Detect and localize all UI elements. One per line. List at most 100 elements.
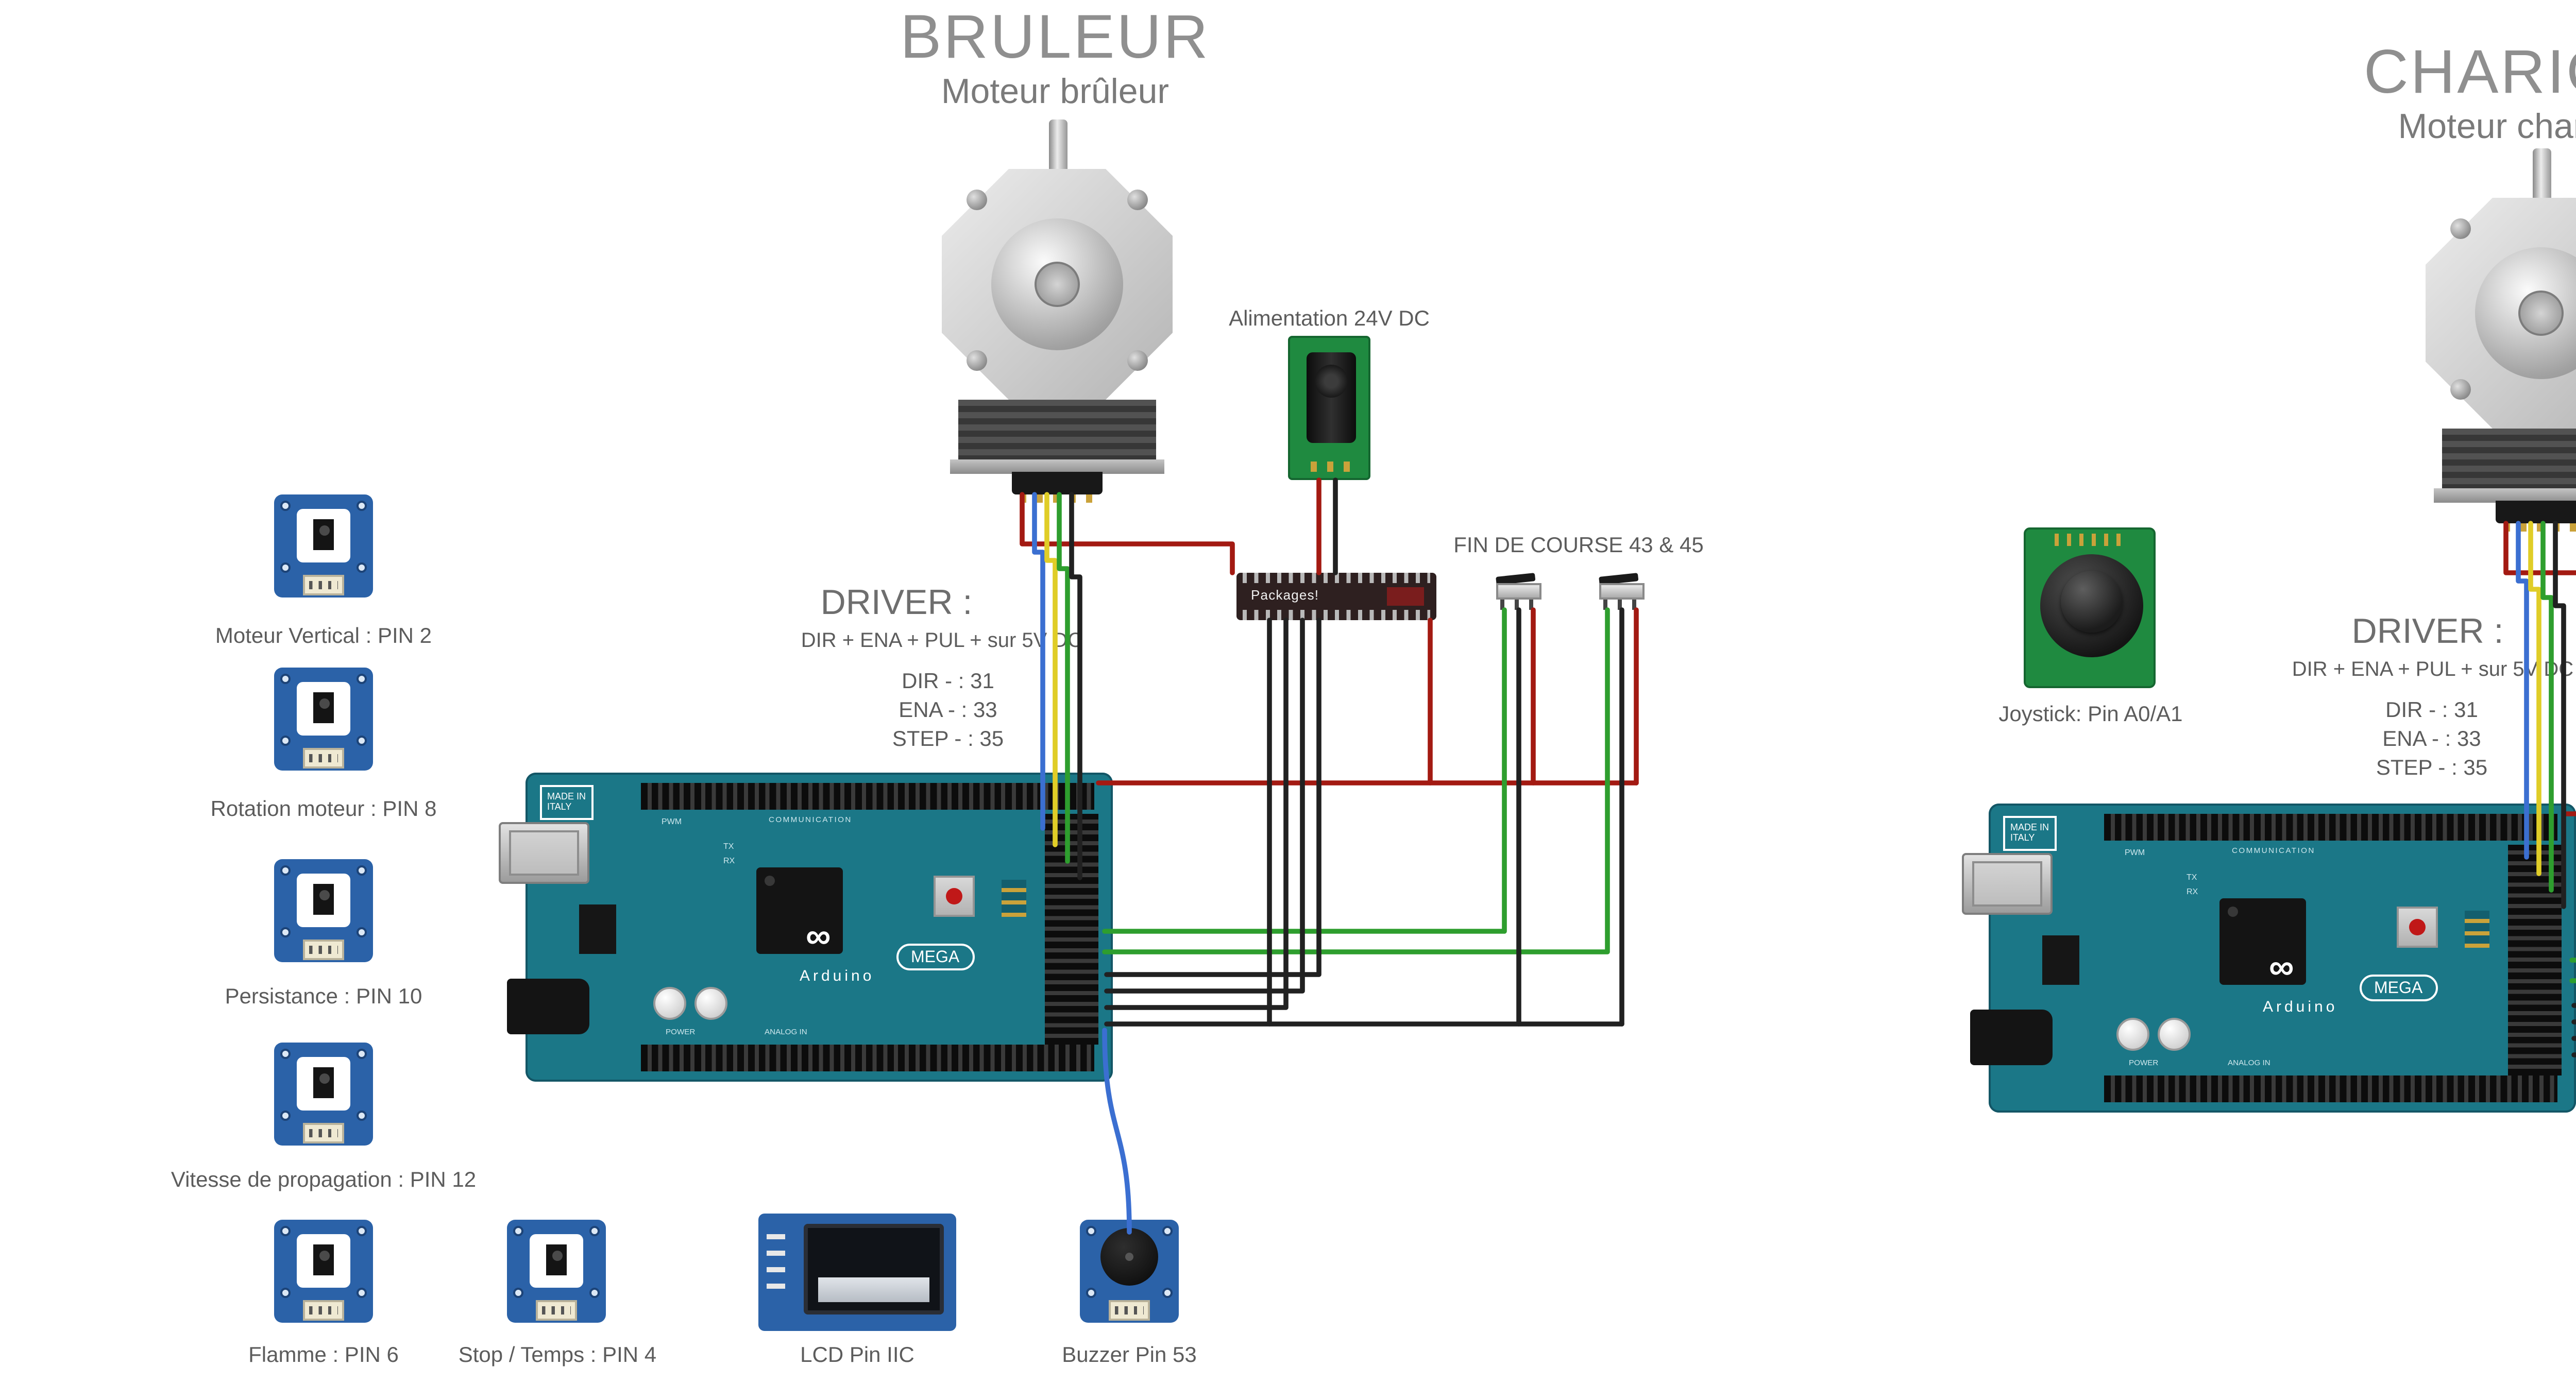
joystick-module <box>2024 527 2156 688</box>
stepper-driver-bruleur: Packages! <box>1236 573 1436 620</box>
arduino-brand-text: Arduino <box>2263 997 2338 1016</box>
voltage-regulator <box>2042 935 2079 985</box>
module-label: Stop / Temps : PIN 4 <box>458 1343 657 1368</box>
driver-pin-step: STEP - : 35 <box>892 727 1004 752</box>
usb-connector <box>1962 853 2053 915</box>
voltage-regulator <box>579 904 616 954</box>
grove-connector <box>303 1123 344 1143</box>
wire-black-driver-3 <box>1104 618 1305 994</box>
driver-pin-ena: ENA - : 33 <box>899 698 997 723</box>
module-center <box>297 509 350 562</box>
module-label: Buzzer Pin 53 <box>1062 1343 1197 1368</box>
motor-screw <box>1127 190 1148 210</box>
switch-pins <box>1603 600 1640 610</box>
wire-red-motor-to-driver <box>1020 492 1235 575</box>
switch-body <box>1496 583 1541 600</box>
arduino-mega-chariot: MADE IN ITALY COMMUNICATION PWM TX RX ∞ … <box>1962 804 2576 1113</box>
pin-header-bottom <box>641 1045 1094 1071</box>
tx-label: TX <box>2187 872 2197 882</box>
lcd-screen <box>804 1224 944 1314</box>
joystick-pins <box>2055 534 2129 546</box>
mega-model-badge: MEGA <box>896 944 974 970</box>
wire-black-driver-4 <box>1104 618 1321 977</box>
joystick-label: Joystick: Pin A0/A1 <box>1998 703 2183 727</box>
bruleur-subtitle: Moteur brûleur <box>941 72 1170 111</box>
mcu-chip <box>2219 898 2306 985</box>
motor-foot <box>2434 488 2576 503</box>
limit-switch-43 <box>1496 572 1541 610</box>
analog-pins-label: ANALOG IN <box>2228 1059 2270 1067</box>
tx-label: TX <box>723 841 734 851</box>
module-label: Vitesse de propagation : PIN 12 <box>171 1168 477 1193</box>
module-center <box>297 1234 350 1288</box>
switch-body <box>1599 583 1645 600</box>
driver-subheading-chariot: DIR + ENA + PUL + sur 5V DC <box>2292 659 2574 682</box>
grove-module-rotation <box>274 668 373 771</box>
driver-pin-dir: DIR - : 31 <box>2385 698 2478 723</box>
arduino-mega-bruleur: MADE IN ITALY COMMUNICATION PWM TX RX ∞ … <box>499 773 1113 1082</box>
motor-hub <box>2518 291 2564 336</box>
motor-screw <box>2450 218 2471 239</box>
driver-heading-bruleur: DRIVER : <box>820 583 973 622</box>
wire-green-switch45-to-arduino <box>1102 607 1610 954</box>
module-component <box>313 692 334 723</box>
joystick-cap <box>2061 571 2123 633</box>
pin-header-bottom <box>2104 1075 2557 1102</box>
motor-body <box>958 400 1156 464</box>
chariot-subtitle: Moteur chariot <box>2398 107 2576 146</box>
power-label-bruleur: Alimentation 24V DC <box>1229 307 1430 332</box>
capacitor <box>2158 1018 2191 1051</box>
pin-header-top <box>641 783 1094 810</box>
driver-pin-row <box>1243 610 1430 620</box>
capacitor <box>694 987 727 1020</box>
lcd-module <box>758 1214 956 1331</box>
analog-pins-label: ANALOG IN <box>765 1028 807 1036</box>
driver-heading-chariot: DRIVER : <box>2351 612 2504 651</box>
buzzer-component <box>1100 1228 1158 1286</box>
switch-lever <box>1496 572 1536 584</box>
pwm-label: PWM <box>662 815 682 825</box>
motor-hub <box>1035 262 1080 307</box>
motor-screw <box>1127 350 1148 371</box>
arduino-logo-icon: ∞ <box>2269 948 2294 987</box>
barrel-jack <box>1307 352 1356 443</box>
capacitor <box>653 987 686 1020</box>
switch-lever <box>1599 572 1639 584</box>
reset-button <box>934 876 975 917</box>
grove-module-moteur-vertical <box>274 494 373 597</box>
driver-subheading-bruleur: DIR + ENA + PUL + sur 5V DC <box>801 630 1083 653</box>
grove-module-flamme <box>274 1220 373 1323</box>
module-label: Rotation moteur : PIN 8 <box>210 797 437 822</box>
chariot-title: CHARIOT <box>2364 39 2576 107</box>
power-pins-label: POWER <box>666 1028 696 1036</box>
module-center <box>297 682 350 736</box>
module-label: Moteur Vertical : PIN 2 <box>215 624 432 649</box>
motor-screw <box>967 350 987 371</box>
motor-body <box>2442 429 2576 492</box>
module-component <box>546 1244 567 1275</box>
module-label: Persistance : PIN 10 <box>225 985 422 1010</box>
usb-connector <box>499 822 589 884</box>
dc-power-jack <box>1970 1010 2053 1065</box>
made-in-italy-text: MADE IN ITALY <box>540 785 594 819</box>
module-component <box>313 519 334 550</box>
arduino-brand-text: Arduino <box>800 966 875 985</box>
bruleur-title: BRULEUR <box>900 4 1210 72</box>
pin-header-top <box>2104 814 2557 841</box>
stepper-motor-bruleur <box>938 119 1177 503</box>
grove-connector <box>536 1300 577 1321</box>
driver-pin-ena: ENA - : 33 <box>2382 727 2481 752</box>
module-component <box>313 884 334 915</box>
power-supply-bruleur <box>1288 336 1370 480</box>
module-label: LCD Pin IIC <box>800 1343 914 1368</box>
mcu-chip <box>756 867 843 954</box>
pin-header-right <box>2508 845 2562 1075</box>
module-center <box>297 874 350 927</box>
rx-label: RX <box>723 855 735 865</box>
limit-switch-45 <box>1599 572 1645 610</box>
grove-module-stop-temps <box>507 1220 606 1323</box>
power-pins-label: POWER <box>2129 1059 2159 1067</box>
capacitor <box>2116 1018 2149 1051</box>
grove-connector <box>303 1300 344 1321</box>
grove-module-persistance <box>274 859 373 962</box>
